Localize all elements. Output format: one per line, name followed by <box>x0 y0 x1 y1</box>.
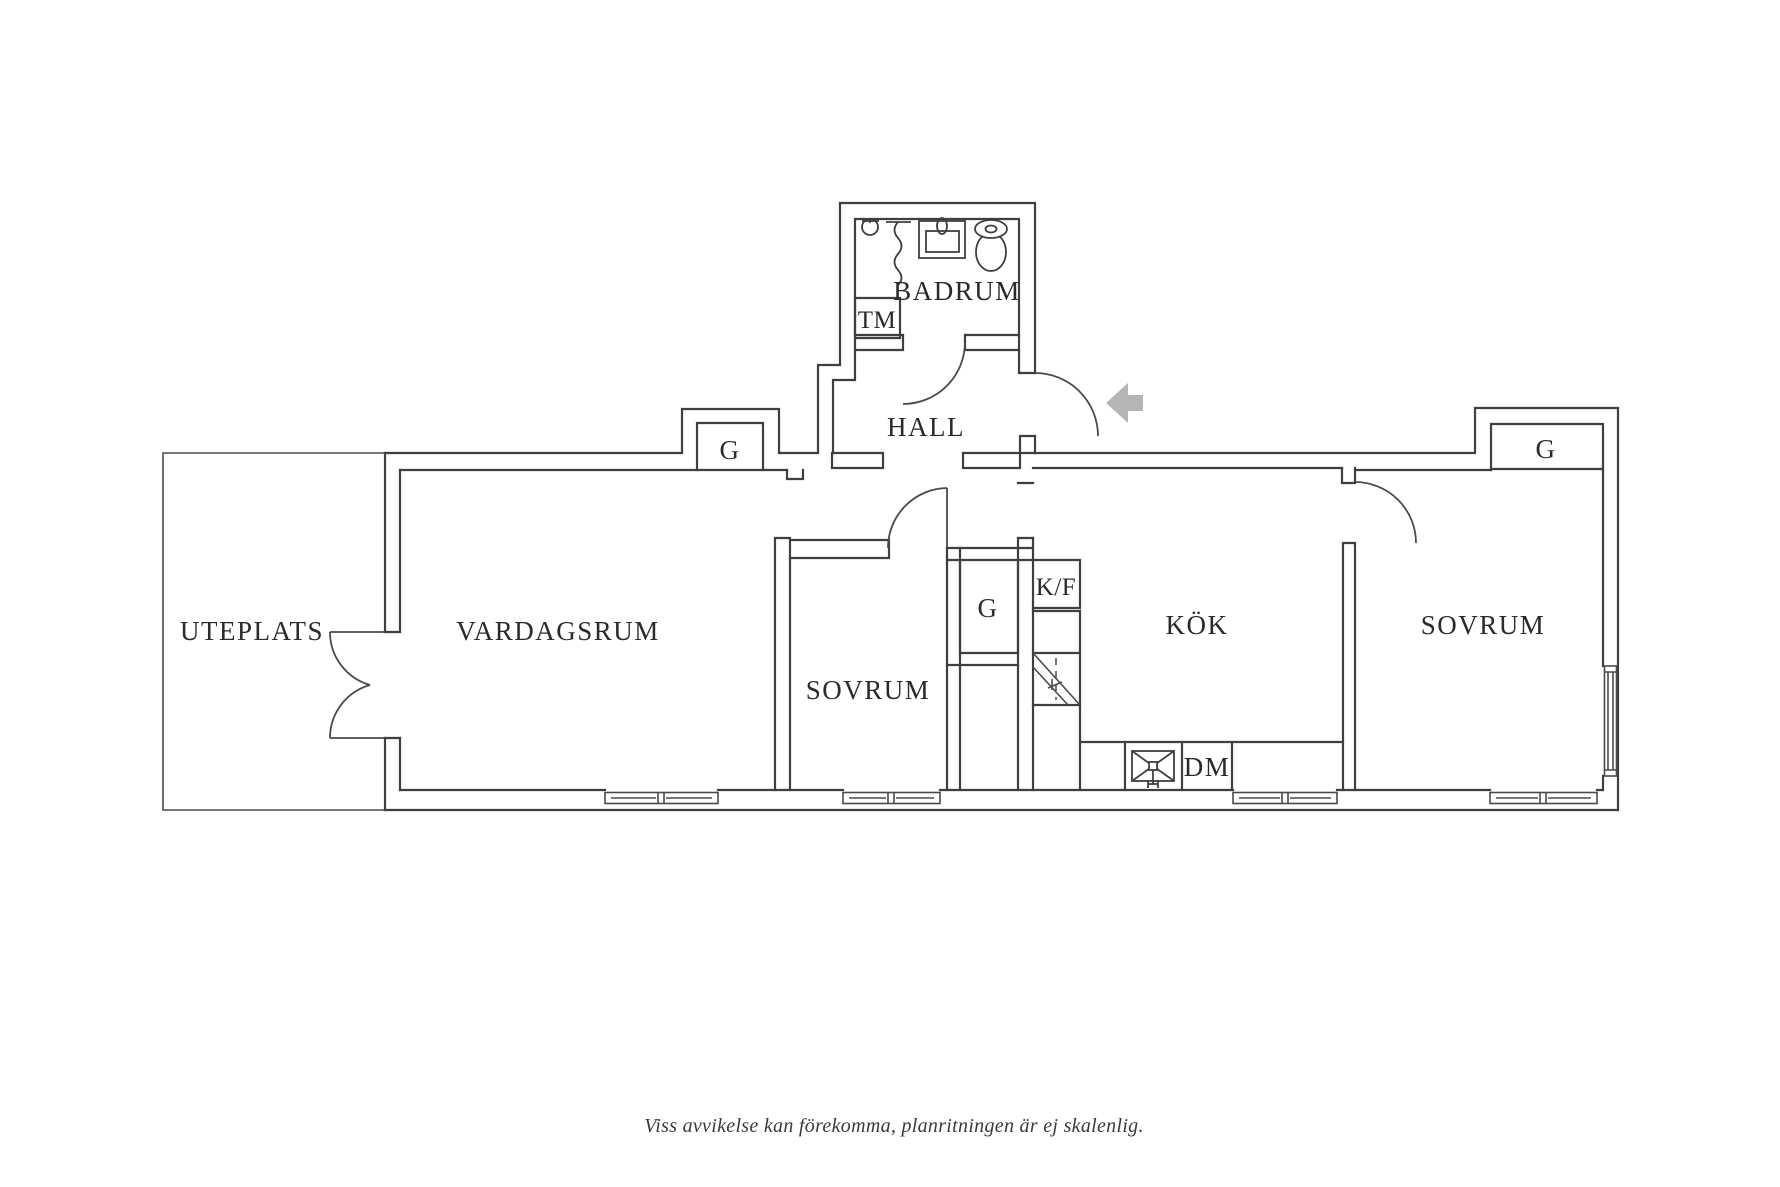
label-dm: DM <box>1184 752 1231 782</box>
window <box>604 791 719 805</box>
label-badrum: BADRUM <box>893 276 1021 306</box>
inner-walls <box>383 217 1605 792</box>
window-right-wall <box>1603 665 1618 777</box>
label-g-sovrum-right: G <box>1536 434 1557 464</box>
label-uteplats: UTEPLATS <box>180 616 324 646</box>
badrum-door-arc <box>902 341 966 405</box>
uteplats-outline <box>162 452 385 811</box>
label-vardagsrum: VARDAGSRUM <box>456 616 660 646</box>
label-g-vardagsrum: G <box>720 435 741 465</box>
french-doors <box>329 631 385 739</box>
sovrum-mid-door <box>887 487 948 549</box>
partition-walls <box>773 296 1357 792</box>
toilet-icon <box>974 219 1008 272</box>
window <box>1489 791 1598 805</box>
disclaimer-text: Viss avvikelse kan förekomma, planritnin… <box>644 1115 1144 1137</box>
label-tm: TM <box>858 307 897 334</box>
label-sovrum-right: SOVRUM <box>1421 610 1546 640</box>
window <box>1232 791 1338 805</box>
labels: UTEPLATS VARDAGSRUM SOVRUM HALL BADRUM K… <box>180 276 1557 782</box>
entrance-arrow-icon <box>1106 383 1143 423</box>
label-hall: HALL <box>887 412 965 442</box>
windows <box>604 665 1618 805</box>
outer-walls <box>383 201 1620 812</box>
sink-icon <box>918 217 966 259</box>
window <box>842 791 941 805</box>
label-g-sovrum-mid: G <box>978 593 999 623</box>
sovrum-right-door <box>1354 481 1417 544</box>
entrance-door-arc <box>1034 372 1099 437</box>
label-kf: K/F <box>1036 574 1076 601</box>
kitchen-sink-icon <box>1131 750 1175 788</box>
label-sovrum-mid: SOVRUM <box>806 675 931 705</box>
label-kok: KÖK <box>1166 610 1229 640</box>
doors <box>329 341 1417 739</box>
bathroom-fixtures <box>861 217 1008 286</box>
shower-icon <box>861 218 911 286</box>
